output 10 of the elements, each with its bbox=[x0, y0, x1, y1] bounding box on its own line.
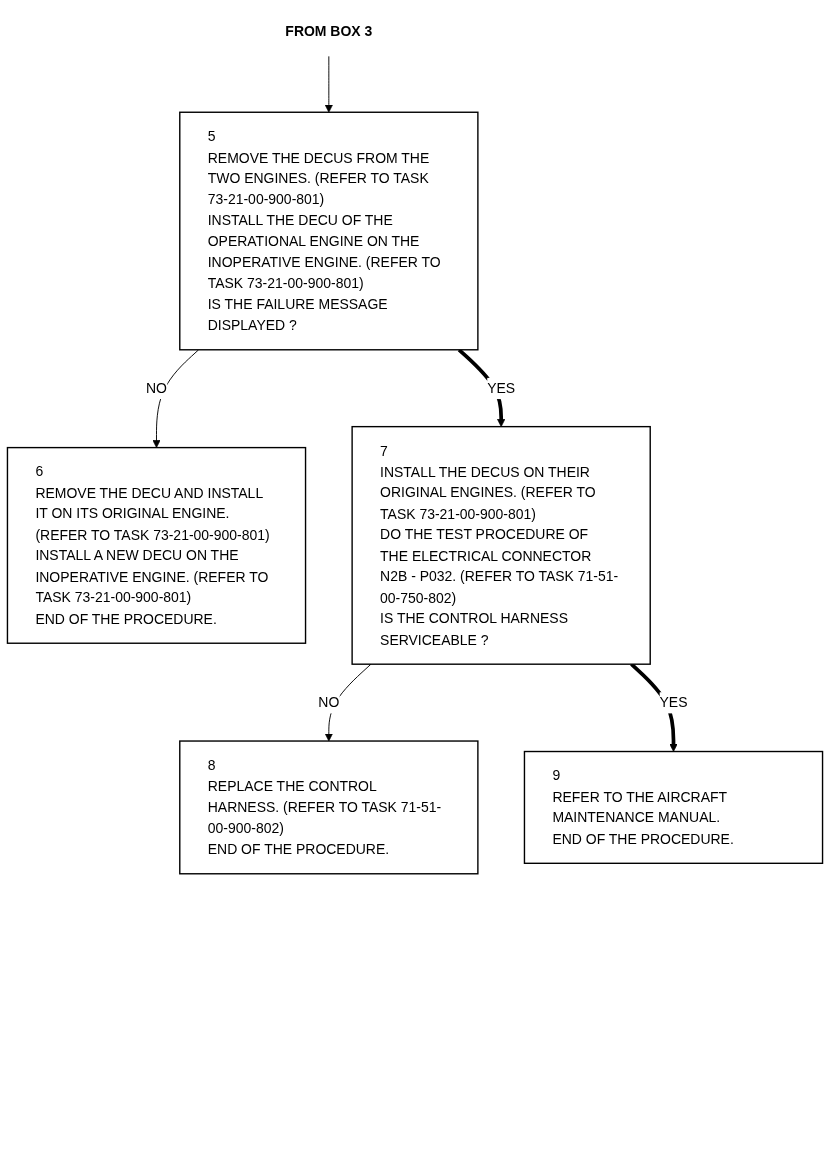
edge-label: YES bbox=[487, 379, 516, 396]
node-box: 5 REMOVE THE DECUS FROM THE TWO ENGINES. (REFER TO TASK 73-21-00-900-801) INSTALL THE DECU OF THE OPERATIONAL ENGINE ON THE INOPERATIVE ENGINE. (REFER TO TASK 73-21-00-900-801) IS THE FAILURE MESSAGE DISPLAYED ? bbox=[179, 111, 479, 351]
node-box: 9 REFER TO THE AIRCRAFT MAINTENANCE MANUAL. END OF THE PROCEDURE. bbox=[523, 750, 824, 864]
node-box: 6 REMOVE THE DECU AND INSTALL IT ON ITS ORIGINAL ENGINE. (REFER TO TASK 73-21-00-900-801) INSTALL A NEW DECU ON THE INOPERATIVE ENGINE. (REFER TO TASK 73-21-00-900-801) END OF THE PROCEDURE. bbox=[6, 446, 307, 644]
edge-label: NO bbox=[318, 694, 340, 710]
node-text: FROM BOX 3 bbox=[285, 23, 373, 40]
node-box: 8 REPLACE THE CONTROL HARNESS. (REFER TO TASK 71-51-00-900-802) END OF THE PROCEDURE. bbox=[179, 740, 479, 875]
node-box: 7 INSTALL THE DECUS ON THEIR ORIGINAL ENGINES. (REFER TO TASK 73-21-00-900-801) DO THE TEST PROCEDURE OF THE ELECTRICAL CONNECTOR N2B - P032. (REFER TO TASK 71-51-00-750-802) IS THE CONTROL HARNESS SERVICEABLE ? bbox=[351, 425, 651, 665]
edge-label: NO bbox=[146, 379, 167, 396]
edge-label: YES bbox=[659, 694, 688, 710]
